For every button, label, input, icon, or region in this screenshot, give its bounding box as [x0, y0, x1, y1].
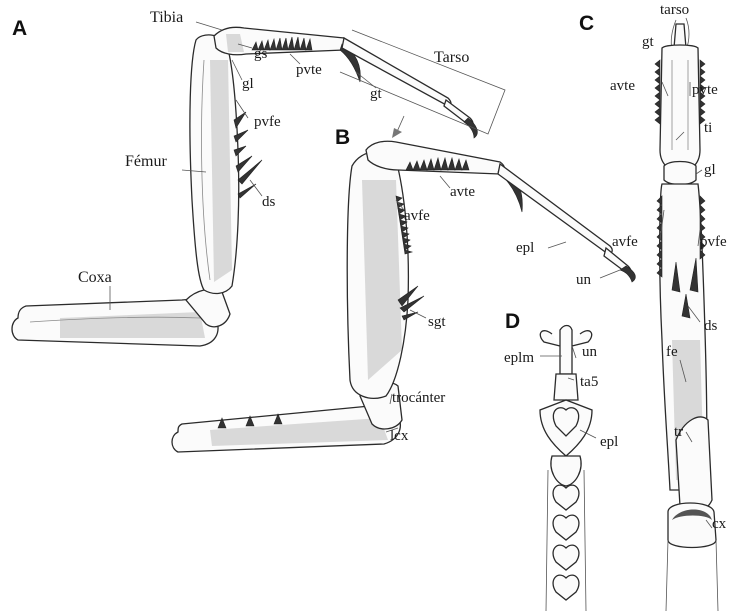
label-b-epl: epl: [516, 240, 534, 256]
label-a-pvte: pvte: [296, 62, 322, 78]
label-b-un: un: [576, 272, 592, 288]
label-a-femur: Fémur: [125, 153, 167, 170]
label-d-ta5: ta5: [580, 374, 598, 390]
label-a-gl: gl: [242, 76, 254, 92]
label-c-avfe: avfe: [612, 234, 638, 250]
label-c-ti: ti: [704, 120, 712, 136]
d-ta5-shape: [554, 374, 578, 400]
label-a-gs: gs: [254, 46, 268, 62]
label-d-un: un: [582, 344, 598, 360]
panel-a-letter: A: [12, 17, 27, 40]
label-a-tarso: Tarso: [434, 49, 469, 66]
panel-d-letter: D: [505, 310, 520, 333]
label-b-lcx: lcx: [390, 428, 409, 444]
label-a-ds: ds: [262, 194, 276, 210]
label-a-gt: gt: [370, 86, 383, 102]
panel-c-drawing: [655, 18, 718, 611]
label-c-tarso: tarso: [660, 2, 689, 18]
panel-d-drawing: [540, 326, 592, 611]
label-c-gt: gt: [642, 34, 655, 50]
label-c-gl: gl: [704, 162, 716, 178]
label-c-cx: cx: [712, 516, 727, 532]
label-b-avfe: avfe: [404, 208, 430, 224]
label-a-coxa: Coxa: [78, 269, 112, 286]
label-c-tr: tr: [674, 424, 683, 440]
label-c-pvte: pvte: [692, 82, 718, 98]
label-c-pvfe: pvfe: [700, 234, 727, 250]
label-a-tibia: Tibia: [150, 9, 183, 26]
label-c-fe: fe: [666, 344, 678, 360]
panel-b-letter: B: [335, 126, 350, 149]
label-c-avte: avte: [610, 78, 635, 94]
panel-a-drawing: [12, 27, 505, 346]
c-tibia-shape: [660, 45, 700, 172]
panel-c-letter: C: [579, 12, 594, 35]
label-d-epl: epl: [600, 434, 618, 450]
label-a-pvfe: pvfe: [254, 114, 281, 130]
label-b-sgt: sgt: [428, 314, 446, 330]
label-d-eplm: eplm: [504, 350, 534, 366]
label-b-trocanter: trocánter: [392, 390, 445, 406]
label-c-ds: ds: [704, 318, 718, 334]
label-b-avte: avte: [450, 184, 475, 200]
